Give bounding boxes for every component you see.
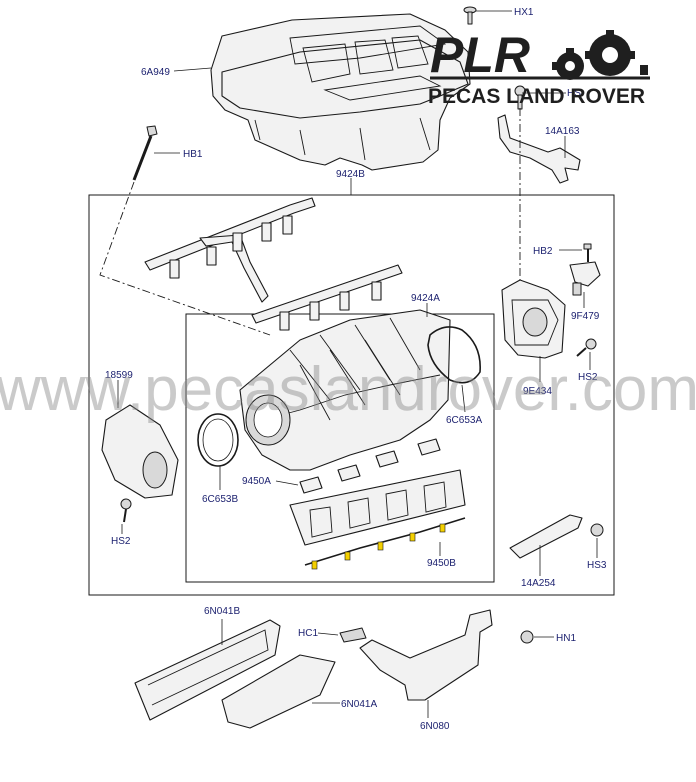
manifold-frame	[185, 313, 495, 583]
label-14a163: 14A163	[545, 126, 580, 137]
logo-subtitle: PECAS LAND ROVER	[428, 85, 645, 108]
label-6n080: 6N080	[420, 721, 450, 732]
fuel-rail-9424b	[144, 197, 403, 331]
label-9e434: 9E434	[523, 386, 552, 397]
logo-brand: PLR	[430, 27, 530, 83]
clip-hc1	[339, 627, 367, 643]
gear-icon	[552, 30, 648, 80]
sensor-9f479	[569, 243, 601, 296]
bolt-hx1	[463, 6, 477, 25]
label-hb2: HB2	[533, 246, 553, 257]
screw-hs2-right	[576, 338, 597, 357]
label-6a949: 6A949	[141, 67, 170, 78]
label-14a254: 14A254	[521, 578, 556, 589]
intake-manifold-9424a	[239, 309, 451, 471]
gasket-6c653a	[427, 326, 481, 384]
label-hx1: HX1	[514, 7, 534, 18]
label-hs3: HS3	[587, 560, 607, 571]
label-6n041a: 6N041A	[341, 699, 377, 710]
label-hs2-left: HS2	[111, 536, 131, 547]
throttle-body-9e434	[501, 279, 566, 359]
label-6c653a: 6C653A	[446, 415, 482, 426]
screw-hs3	[590, 523, 604, 537]
watermark-text: www.pecaslandrover.com	[0, 355, 696, 424]
label-9450a: 9450A	[242, 476, 271, 487]
label-hs2-right: HS2	[578, 372, 598, 383]
bracket-6n080	[359, 609, 493, 701]
label-6c653b: 6C653B	[202, 494, 238, 505]
label-hn1: HN1	[556, 633, 576, 644]
label-9f479: 9F479	[571, 311, 600, 322]
label-hc1: HC1	[298, 628, 318, 639]
label-6n041b: 6N041B	[204, 606, 240, 617]
label-hs-top: HS	[567, 88, 581, 99]
gasket-6c653b	[197, 413, 239, 467]
label-18599: 18599	[105, 370, 133, 381]
screw-hs2-left	[120, 498, 132, 523]
nut-hn1	[520, 630, 534, 644]
plr-logo: PLR PECAS LAND ROVER	[428, 27, 650, 108]
housing-18599	[101, 404, 179, 499]
label-9424a: 9424A	[411, 293, 440, 304]
shield-14a254	[509, 514, 583, 559]
engine-cover	[210, 13, 471, 171]
label-9424b: 9424B	[336, 169, 365, 180]
bolt-hb1	[132, 125, 158, 181]
label-hb1: HB1	[183, 149, 203, 160]
seal-clips-9450a	[299, 438, 441, 494]
lower-manifold-9450b	[289, 469, 466, 570]
assembly-frame	[88, 194, 615, 596]
cover-6n041b	[134, 619, 281, 721]
label-9450b: 9450B	[427, 558, 456, 569]
cover-6n041a	[221, 654, 336, 729]
